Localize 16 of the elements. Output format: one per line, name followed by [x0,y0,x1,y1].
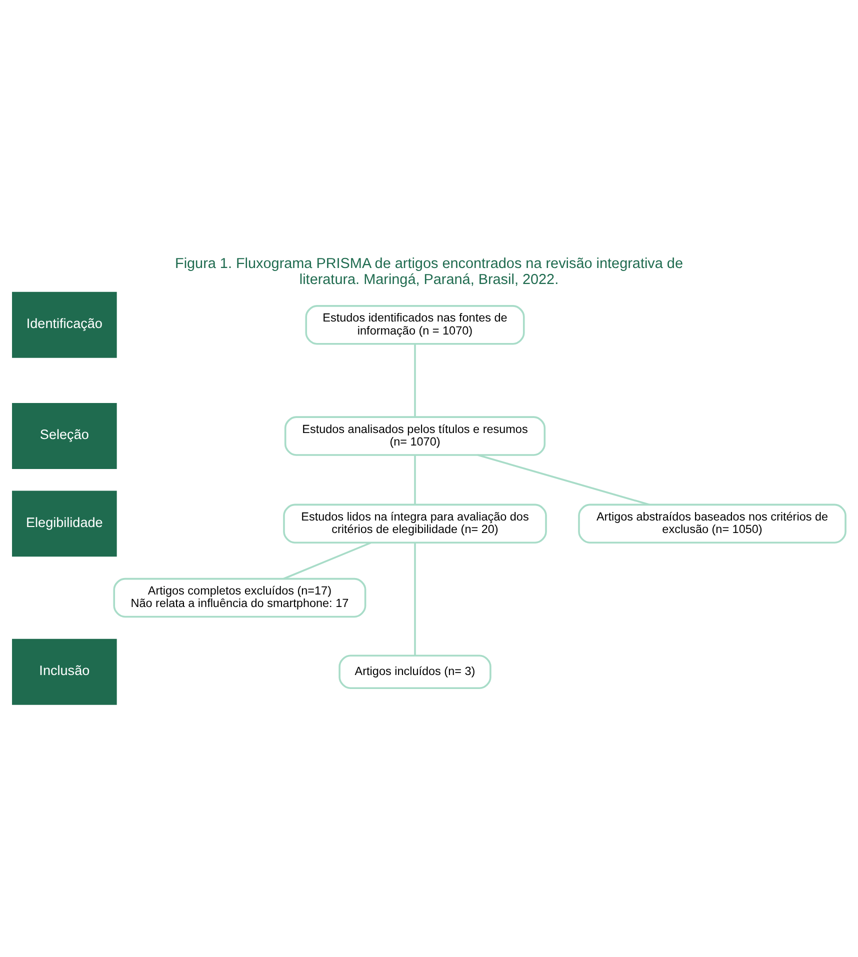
node-box: Estudos identificados nas fontes de informação (n = 1070) [305,305,525,345]
node-box: Seleção [12,403,117,470]
node-box: Artigos incluídos (n= 3) [338,654,492,690]
node-box: Elegibilidade [12,490,117,557]
connector [477,454,650,506]
node-box: Inclusão [12,638,117,705]
node-box: Estudos lidos na íntegra para avaliação dos critérios de elegibilidade (n= 20) [283,504,547,544]
connector [283,542,372,580]
connector [414,344,416,417]
connector [414,455,416,505]
node-box: Artigos abstraídos baseados nos critérios de exclusão (n= 1050) [578,504,846,544]
connector [414,542,416,656]
node-box: Identificação [12,292,117,358]
node-box: Estudos analisados pelos títulos e resumos (n= 1070) [284,416,546,456]
node-box: Artigos completos excluídos (n=17) Não relata a influência do smartphone: 17 [113,578,366,618]
diagram-title: Figura 1. Fluxograma PRISMA de artigos encontrados na revisão integrativa de literatura. Maringá, Paraná, Brasil, 2022. [175,256,683,288]
